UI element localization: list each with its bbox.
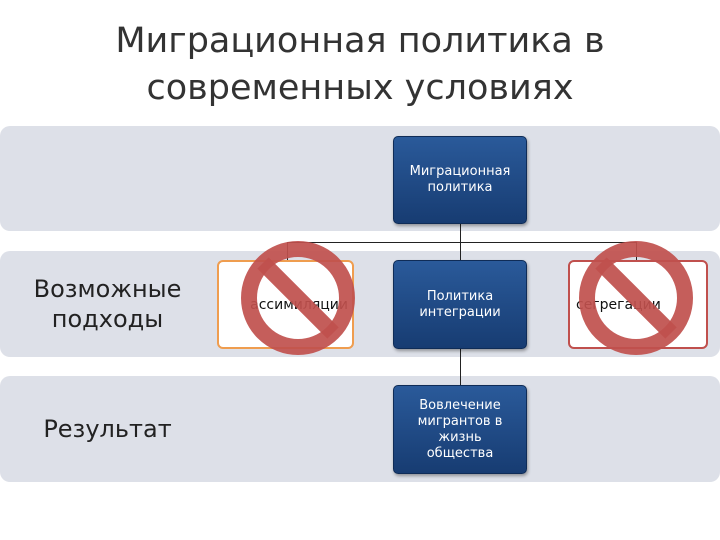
node-integration-policy-label: Политика интеграции: [419, 288, 501, 320]
connector-center-result: [460, 349, 461, 385]
connector-center-down: [460, 242, 461, 261]
row-label-approaches: Возможные подходы: [33, 275, 182, 333]
node-involvement-label: Вовлечение мигрантов в жизнь общества: [417, 397, 503, 461]
page-title: Миграционная политика в современных усло…: [115, 21, 605, 108]
row-band-result: Результат: [0, 376, 720, 482]
connector-horizontal: [287, 242, 637, 243]
prohibition-icon: [579, 241, 693, 355]
node-migration-policy: Миграционная политика: [393, 136, 527, 224]
row-label-result: Результат: [43, 415, 172, 443]
node-migration-policy-label: Миграционная политика: [409, 164, 511, 195]
node-involvement: Вовлечение мигрантов в жизнь общества: [393, 385, 527, 474]
connector-root-down: [460, 223, 461, 242]
prohibition-icon: [241, 241, 355, 355]
node-integration-policy: Политика интеграции: [393, 260, 527, 349]
row-band-top: [0, 126, 720, 231]
